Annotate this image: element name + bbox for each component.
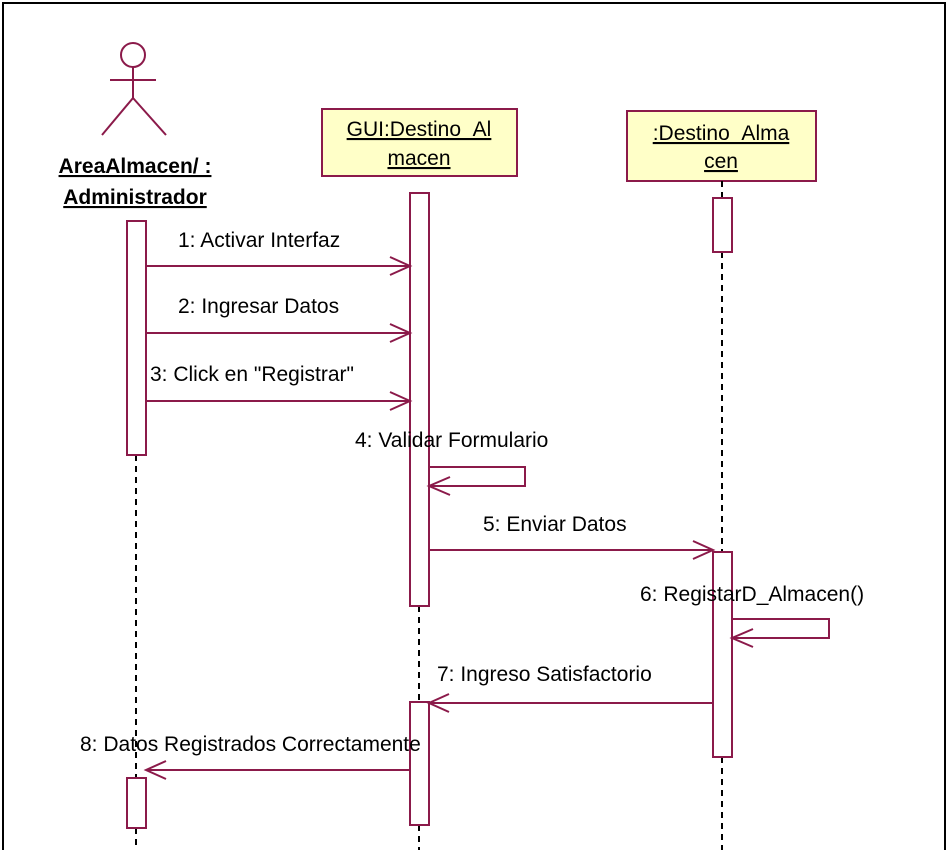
message-4-arrowhead — [426, 476, 451, 496]
message-7-arrowhead — [426, 693, 450, 713]
message-6-label: 6: RegistarD_Almacen() — [640, 583, 864, 606]
object-name-gui-line2: macen — [387, 147, 450, 170]
object-name-destino-line2: cen — [704, 150, 738, 173]
activation-gui-1 — [409, 192, 430, 607]
message-7-label: 7: Ingreso Satisfactorio — [437, 663, 652, 686]
actor-head — [120, 42, 146, 68]
message-3-arrowhead — [389, 391, 413, 411]
message-5-arrowhead — [692, 540, 716, 560]
activation-actor-2 — [126, 777, 147, 829]
message-5-label: 5: Enviar Datos — [483, 513, 627, 536]
message-1-arrowhead — [389, 256, 413, 276]
message-4-self-arrow — [429, 466, 526, 487]
message-2-arrowhead — [389, 323, 413, 343]
message-8-arrowhead — [143, 760, 167, 780]
object-box-destino-almacen[interactable] — [626, 110, 817, 182]
message-6-self-arrow — [732, 618, 830, 639]
activation-destino-1 — [712, 197, 733, 253]
object-name-gui-line1: GUI:Destino_Al — [347, 118, 492, 141]
activation-gui-2 — [409, 701, 430, 826]
actor-name-line1: AreaAlmacen/ : — [59, 155, 212, 178]
actor-left-leg — [101, 97, 134, 136]
message-2-label: 2: Ingresar Datos — [178, 295, 339, 318]
actor-right-leg — [132, 97, 167, 136]
activation-actor-1 — [126, 220, 147, 456]
message-8-label: 8: Datos Registrados Correctamente — [80, 733, 421, 756]
message-4-label: 4: Validar Formulario — [355, 429, 548, 452]
object-name-destino-line1: :Destino_Alma — [653, 122, 790, 145]
object-box-gui-destino-almacen[interactable] — [321, 108, 518, 177]
actor-name-line2: Administrador — [63, 186, 207, 209]
activation-destino-2 — [712, 551, 733, 758]
message-1-label: 1: Activar Interfaz — [178, 229, 340, 252]
message-3-label: 3: Click en "Registrar" — [150, 363, 354, 386]
actor-stick-figure — [101, 42, 167, 136]
message-6-arrowhead — [729, 628, 754, 648]
